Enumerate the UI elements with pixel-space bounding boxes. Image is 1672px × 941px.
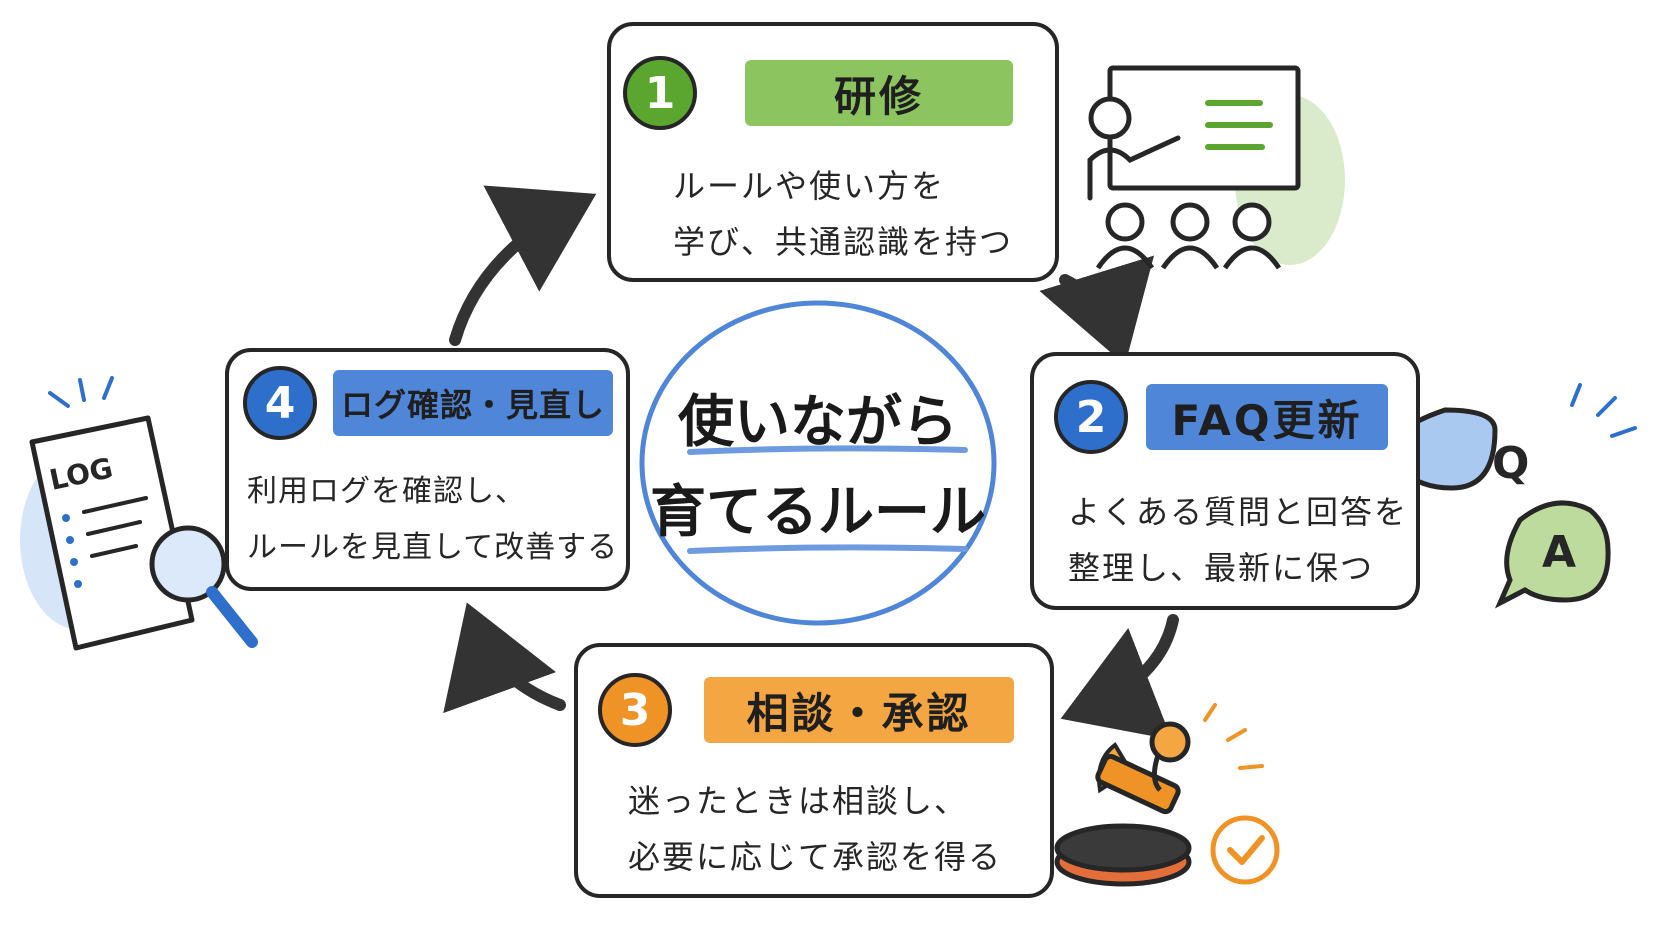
cycle-arrows <box>443 185 1179 740</box>
step-1-card: 1 研修 ルールや使い方を 学び、共通認識を持つ <box>607 22 1059 282</box>
step-1-description: ルールや使い方を 学び、共通認識を持つ <box>673 158 1013 270</box>
step-3-line-2: 必要に応じて承認を得る <box>628 838 1003 876</box>
center-title: 使いながら 育てるルール <box>648 318 988 618</box>
arrow-3-to-4 <box>443 602 566 714</box>
step-2-number: 2 <box>1054 380 1128 454</box>
step-4-number: 4 <box>243 366 317 440</box>
step-2-line-2: 整理し、最新に保つ <box>1068 549 1375 587</box>
step-3-number: 3 <box>598 673 672 747</box>
arrow-2-to-3 <box>1060 614 1179 740</box>
step-1-title: 研修 <box>745 60 1013 126</box>
log-document-magnifier-icon: LOG <box>20 376 258 651</box>
step-4-line-2: ルールを見直して改善する <box>247 530 619 565</box>
step-2-card: 2 FAQ更新 よくある質問と回答を 整理し、最新に保つ <box>1030 352 1420 610</box>
step-3-description: 迷ったときは相談し、 必要に応じて承認を得る <box>628 773 1002 885</box>
step-1-number: 1 <box>623 56 697 130</box>
approval-stamp-icon <box>1054 703 1280 887</box>
step-4-line-1: 利用ログを確認し、 <box>247 474 526 509</box>
center-title-line-1: 使いながら <box>678 390 958 455</box>
qa-a-letter: A <box>1542 527 1576 578</box>
step-3-line-1: 迷ったときは相談し、 <box>628 782 969 820</box>
center-underline-2 <box>687 544 968 554</box>
step-4-description: 利用ログを確認し、 ルールを見直して改善する <box>247 464 618 576</box>
step-3-card: 3 相談・承認 迷ったときは相談し、 必要に応じて承認を得る <box>574 643 1054 898</box>
arrow-4-to-1 <box>449 185 597 346</box>
step-4-card: 4 ログ確認・見直し 利用ログを確認し、 ルールを見直して改善する <box>225 348 630 591</box>
step-2-description: よくある質問と回答を 整理し、最新に保つ <box>1068 484 1408 596</box>
qa-q-letter: Q <box>1492 438 1529 489</box>
training-presentation-icon <box>1087 65 1345 270</box>
step-1-line-2: 学び、共通認識を持つ <box>673 223 1014 261</box>
arrow-1-to-2 <box>1039 255 1154 365</box>
step-2-line-1: よくある質問と回答を <box>1068 493 1409 531</box>
center-underline-1 <box>687 445 968 455</box>
step-3-title: 相談・承認 <box>704 677 1014 743</box>
step-4-title: ログ確認・見直し <box>333 370 613 436</box>
step-2-title: FAQ更新 <box>1146 384 1388 450</box>
center-circle <box>639 300 997 626</box>
step-1-line-1: ルールや使い方を <box>673 167 946 205</box>
qa-speech-bubbles-icon: Q A <box>1377 383 1637 609</box>
center-title-line-2: 育てるルール <box>650 480 986 545</box>
